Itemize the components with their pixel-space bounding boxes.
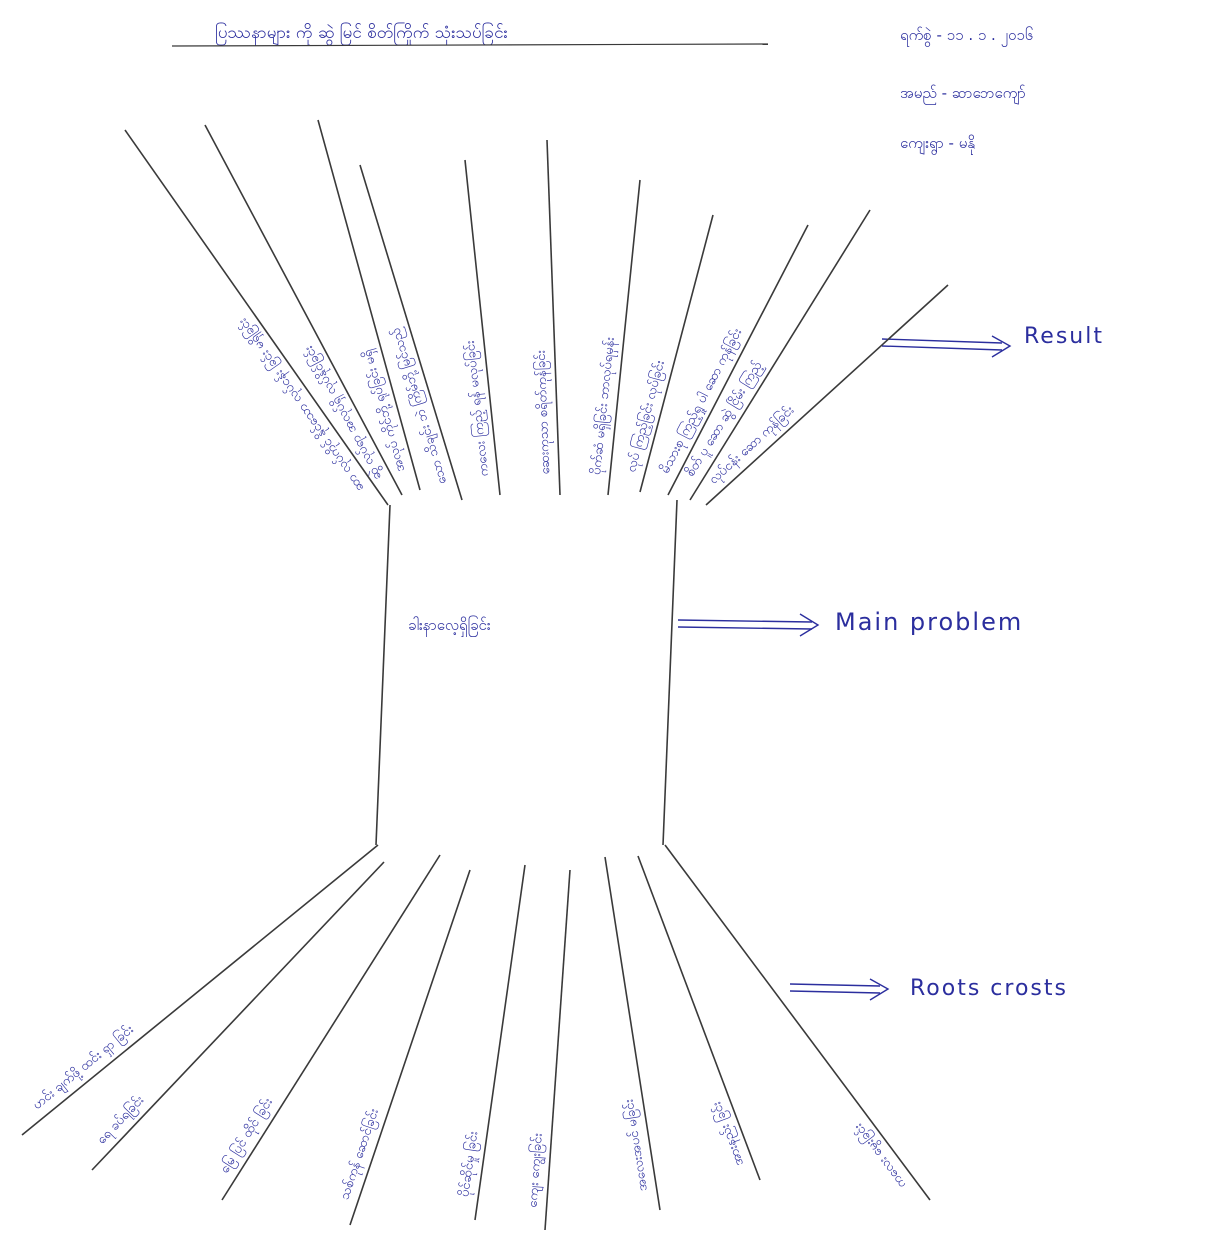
- leaf-branch-line: [546, 139, 561, 496]
- leaf-branch-text: ပိုက်ဆံ မရှိခြင်း ဘာလုပ်ရမှန်း: [587, 336, 620, 475]
- leaf-branch-line: [464, 159, 501, 496]
- root-branches: ဟင်း ချက်ဖို့ ထင်း ရှာ ခြင်းရေ ခပ်ရခြင်း…: [21, 844, 931, 1231]
- leaf-branch-text: လုပ် ကြည့်ခြင်း လုပ်ခြင်း: [622, 358, 670, 474]
- arrow-head: [869, 978, 890, 1001]
- main-problem-label: Main problem: [835, 608, 1023, 636]
- leaf-branch-line: [667, 224, 809, 496]
- leaf-branch-text: ဆေးကုသာ စရိတ်ကုန်ခြင်း: [532, 350, 556, 475]
- leaf-branch-line: [689, 209, 871, 501]
- root-branch-text: မြေ ပြင် ထိုင် ခြင်း: [216, 1094, 278, 1177]
- roots-label: Roots crosts: [910, 976, 1068, 1001]
- meta-village: ကျေးရွာ - မနို: [900, 134, 975, 155]
- leaf-branch-line: [124, 129, 389, 506]
- arrow-shaft-top: [677, 619, 813, 623]
- arrow-shaft-top: [881, 338, 1003, 344]
- root-branch-line: [604, 856, 661, 1211]
- leaf-branch-text: ကလေး ကြည့် ရန် မလုပ်ခြင်း: [461, 340, 494, 478]
- arrow-head: [991, 335, 1012, 358]
- leaf-branches: ဆာ လုပ်ကိုင် နိုင်သော လုပ်ငန်း ခြင်း မရှ…: [124, 119, 949, 506]
- result-arrow: Result: [881, 324, 1104, 358]
- meta-date: ရက်စွဲ - ၁၁ . ၁ . ၂၀၁၆: [900, 26, 1033, 47]
- leaf-branch-line: [204, 124, 403, 496]
- leaf-branch-line: [359, 164, 463, 501]
- trunk-text: ခါးနာလေ့ရှိခြင်း: [408, 615, 491, 637]
- root-branch-text: အလေးအပင် မခြင်း: [620, 1098, 653, 1192]
- result-label: Result: [1024, 324, 1104, 349]
- trunk-right-edge: [662, 499, 678, 846]
- main-problem-arrow: Main problem: [677, 608, 1023, 637]
- leaf-branch-line: [639, 214, 714, 493]
- root-branch-text: ဟင်း ချက်ဖို့ ထင်း ရှာ ခြင်း: [29, 1021, 138, 1115]
- arrow-shaft-top: [789, 983, 881, 987]
- tree-trunk: ခါးနာလေ့ရှိခြင်း: [375, 499, 678, 846]
- arrow-shaft-bottom: [789, 990, 881, 994]
- root-branch-line: [91, 861, 385, 1171]
- root-branch-line: [544, 869, 571, 1231]
- arrow-shaft-bottom: [881, 345, 1003, 351]
- root-branch-line: [664, 844, 931, 1201]
- arrow-head: [799, 613, 820, 637]
- meta-info: ရက်စွဲ - ၁၁ . ၁ . ၂၀၁၆ အမည် - ဆာဘေကျော် …: [900, 26, 1033, 155]
- root-branch-line: [637, 855, 761, 1181]
- trunk-left-edge: [375, 504, 391, 846]
- leaf-branch-line: [705, 284, 949, 506]
- leaf-branch-text: ဆာ လုပ်ကိုင် နိုင်သော လုပ်ငန်း ခြင်း မရှ…: [234, 314, 369, 495]
- root-branch-text: သစ်ကုန် ဆောင်ခြင်း: [335, 1106, 384, 1202]
- title-underline: [171, 43, 769, 47]
- root-branch-line: [21, 844, 379, 1136]
- arrow-shaft-bottom: [677, 626, 813, 630]
- root-branch-line: [221, 854, 441, 1201]
- root-branch-line: [474, 864, 526, 1221]
- leaf-branch-line: [317, 119, 421, 491]
- roots-arrow: Roots crosts: [789, 976, 1068, 1001]
- root-branch-text: ကလေး မွေးခြင်း: [850, 1119, 911, 1192]
- diagram-title: ပြဿနာများ ကို ဆွဲ မြင် စိတ်ကြိုက် သုံးသပ…: [215, 21, 508, 46]
- root-branch-text: ကျေး ကျွေးခြင်း: [524, 1133, 549, 1209]
- leaf-branch-line: [607, 179, 641, 496]
- root-branch-line: [349, 869, 471, 1226]
- meta-name: အမည် - ဆာဘေကျော်: [900, 84, 1026, 105]
